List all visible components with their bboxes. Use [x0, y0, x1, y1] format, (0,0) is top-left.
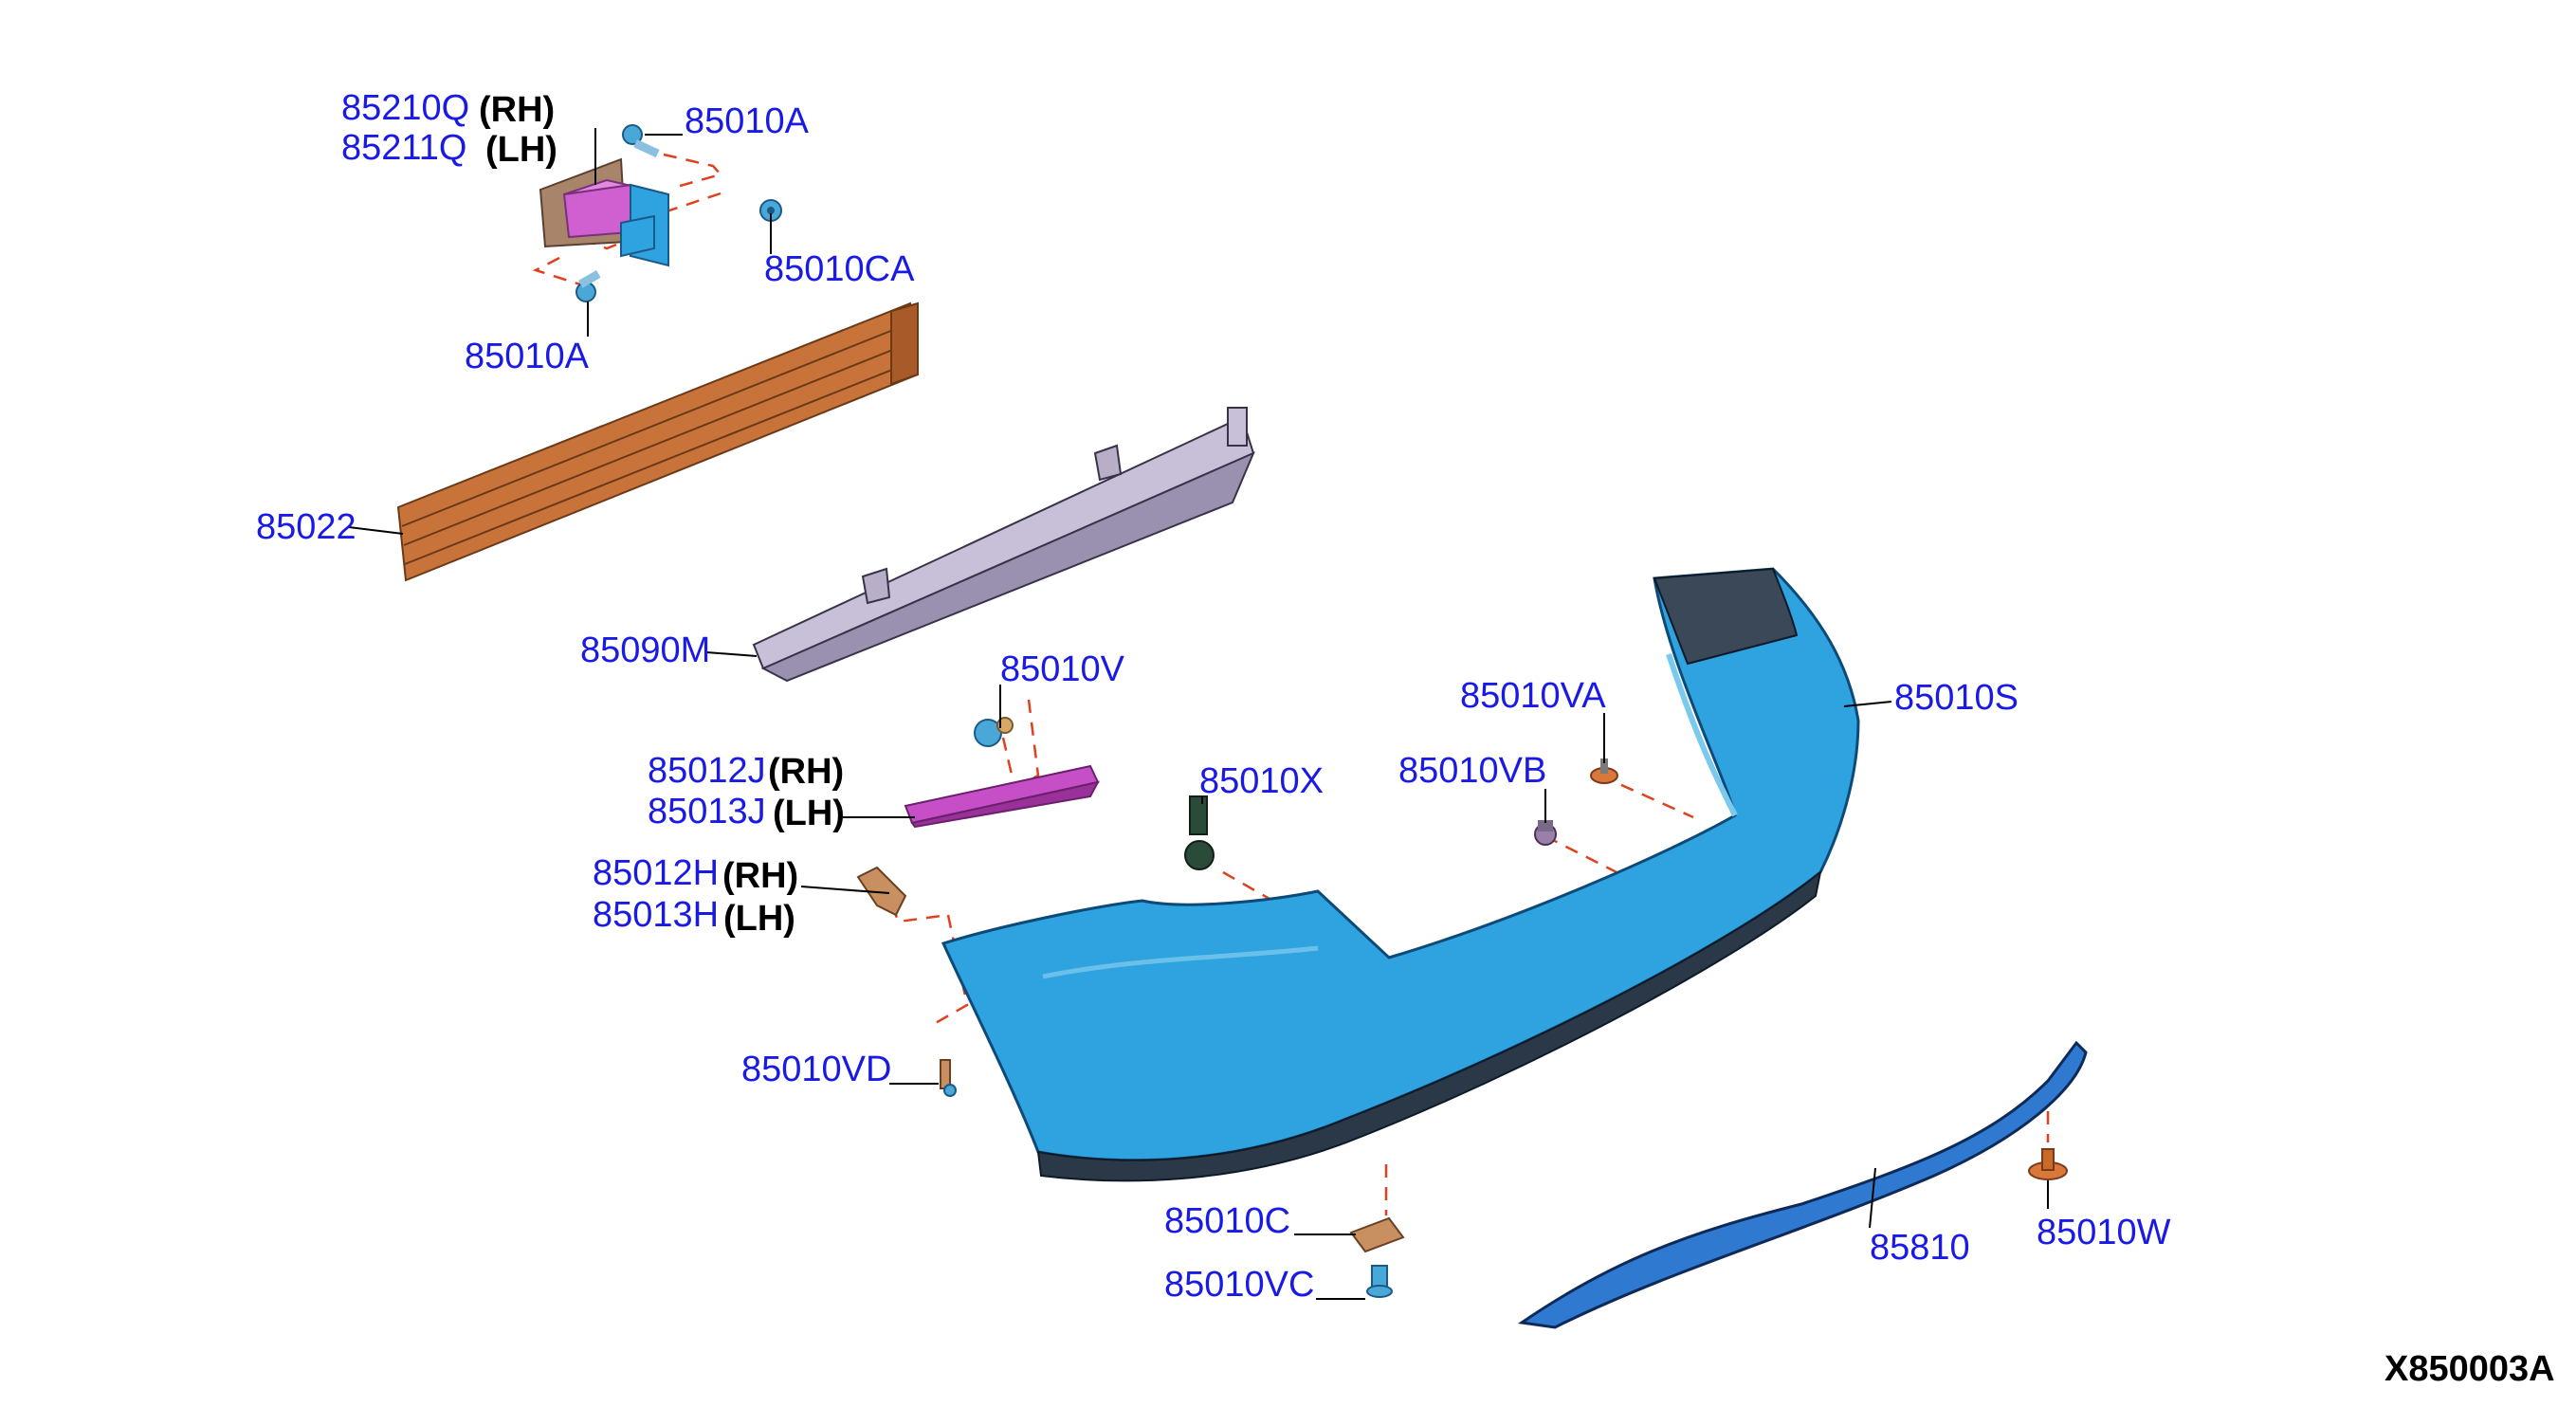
- clip-85010V: [974, 717, 1014, 747]
- bumper-reinforcement: [396, 302, 920, 582]
- label-85013J: 85013J: [648, 792, 766, 831]
- label-85090M: 85090M: [580, 630, 710, 670]
- label-85010VD: 85010VD: [741, 1050, 891, 1089]
- bolt-85010A-bottom: [575, 270, 601, 302]
- energy-absorber: [752, 407, 1255, 683]
- label-85013J-side: (LH): [773, 794, 845, 833]
- clip-85010VA: [1590, 758, 1618, 784]
- callout-labels: 85210Q (RH) 85211Q (LH) 85010A 85010CA 8…: [256, 88, 2555, 1389]
- label-85010VC: 85010VC: [1164, 1265, 1314, 1305]
- label-85012J-side: (RH): [768, 752, 844, 792]
- label-85810: 85810: [1870, 1228, 1970, 1268]
- label-85013H: 85013H: [593, 895, 719, 935]
- label-85012H-side: (RH): [722, 856, 798, 896]
- label-85010S: 85010S: [1894, 678, 2019, 718]
- bumper-stay-bracket: [539, 157, 669, 267]
- label-85010CA: 85010CA: [764, 249, 915, 289]
- label-85010VB: 85010VB: [1398, 751, 1546, 791]
- label-85010A-bottom: 85010A: [465, 337, 590, 376]
- clip-85010VB: [1534, 820, 1557, 846]
- label-85010X: 85010X: [1199, 761, 1324, 801]
- label-85211Q-side: (LH): [485, 130, 557, 170]
- bolt-85010A-top: [622, 124, 660, 158]
- label-85010V: 85010V: [1000, 649, 1125, 689]
- label-85010C: 85010C: [1164, 1201, 1290, 1241]
- nut-85010CA: [759, 199, 782, 222]
- lower-garnish-85810: [1517, 1040, 2088, 1329]
- leader-lines: [348, 128, 2049, 1300]
- label-85010A-top: 85010A: [685, 101, 810, 141]
- clip-85010VC: [1366, 1265, 1393, 1298]
- clip-85010W: [2028, 1148, 2068, 1180]
- label-85010W: 85010W: [2037, 1213, 2171, 1252]
- label-85013H-side: (LH): [723, 899, 795, 939]
- label-85012J: 85012J: [648, 751, 766, 791]
- label-85012H: 85012H: [593, 853, 719, 893]
- label-85022: 85022: [256, 507, 356, 547]
- screw-85010VD: [940, 1059, 957, 1097]
- label-85210Q-side: (RH): [479, 90, 555, 130]
- side-bracket-J: [904, 764, 1100, 829]
- side-bracket-H: [856, 866, 907, 917]
- bracket-85010C: [1349, 1216, 1405, 1253]
- label-85211Q: 85211Q: [341, 128, 466, 168]
- grommet-85010X: [1184, 795, 1215, 870]
- rear-bumper-fascia: [941, 567, 1860, 1182]
- diagram-code: X850003A: [2384, 1349, 2555, 1389]
- label-85210Q: 85210Q: [341, 88, 469, 128]
- label-85010VA: 85010VA: [1460, 676, 1606, 716]
